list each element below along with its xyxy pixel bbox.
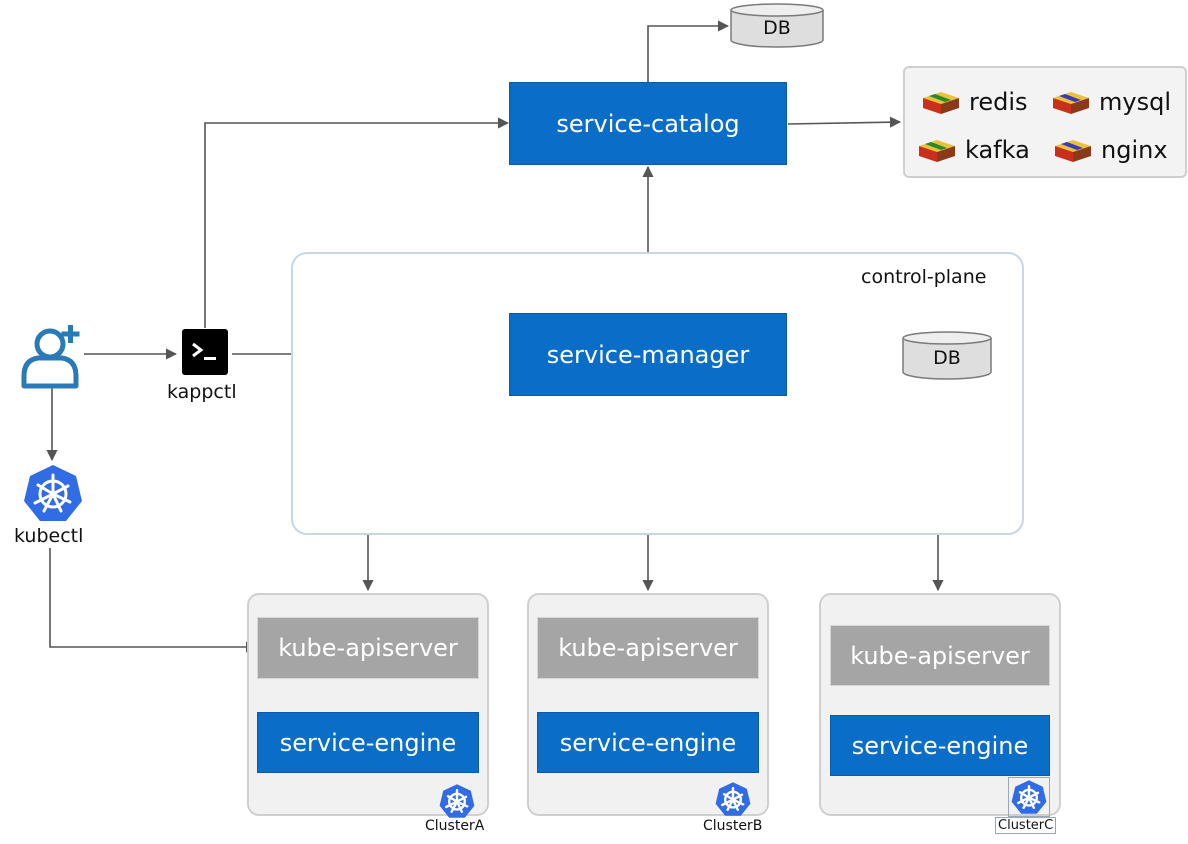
database-cylinder-icon bbox=[730, 3, 824, 48]
service-engine-b[interactable]: service-engine bbox=[537, 712, 759, 773]
arrow-catalog-to-db bbox=[647, 20, 730, 82]
db-label: DB bbox=[933, 347, 961, 369]
kubernetes-icon[interactable] bbox=[22, 463, 84, 523]
kappctl-label: kappctl bbox=[167, 381, 237, 403]
add-user-icon[interactable] bbox=[18, 320, 84, 390]
service-manager-box[interactable]: service-manager bbox=[509, 313, 787, 396]
kube-apiserver-b[interactable]: kube-apiserver bbox=[537, 617, 759, 679]
cluster-c-label: ClusterC bbox=[995, 817, 1057, 834]
package-box-icon bbox=[923, 92, 959, 114]
product-mysql: mysql bbox=[1051, 88, 1171, 116]
package-box-icon bbox=[919, 140, 955, 162]
kube-apiserver-a[interactable]: kube-apiserver bbox=[257, 617, 479, 679]
database-cylinder-icon bbox=[902, 331, 992, 380]
kubectl-label: kubectl bbox=[14, 525, 84, 547]
catalog-database: DB bbox=[729, 2, 825, 48]
kubernetes-icon bbox=[1010, 779, 1048, 815]
arrow-catalog-to-products bbox=[787, 116, 902, 128]
terminal-icon[interactable] bbox=[182, 329, 228, 375]
catalog-products-panel: redis mysql kafka nginx bbox=[903, 66, 1187, 178]
product-nginx: nginx bbox=[1053, 136, 1168, 164]
package-box-icon bbox=[1055, 140, 1091, 162]
kube-apiserver-c[interactable]: kube-apiserver bbox=[830, 625, 1050, 686]
db-label: DB bbox=[763, 17, 791, 39]
service-catalog-box[interactable]: service-catalog bbox=[509, 82, 787, 165]
service-manager-label: service-manager bbox=[546, 340, 750, 369]
service-engine-c[interactable]: service-engine bbox=[830, 715, 1050, 776]
cluster-b-label: ClusterB bbox=[703, 818, 763, 834]
kubernetes-icon bbox=[438, 783, 476, 819]
service-engine-a[interactable]: service-engine bbox=[257, 712, 479, 773]
control-plane-label: control-plane bbox=[861, 266, 987, 288]
package-box-icon bbox=[1053, 92, 1089, 114]
kubernetes-icon bbox=[714, 781, 752, 817]
product-kafka: kafka bbox=[917, 136, 1030, 164]
arrow-kubectl-to-apiserver-a bbox=[49, 548, 258, 653]
service-catalog-label: service-catalog bbox=[556, 109, 740, 138]
product-redis: redis bbox=[921, 88, 1028, 116]
manager-database: DB bbox=[901, 330, 993, 380]
cluster-c-selection[interactable] bbox=[1008, 777, 1050, 817]
cluster-a-label: ClusterA bbox=[425, 818, 485, 834]
